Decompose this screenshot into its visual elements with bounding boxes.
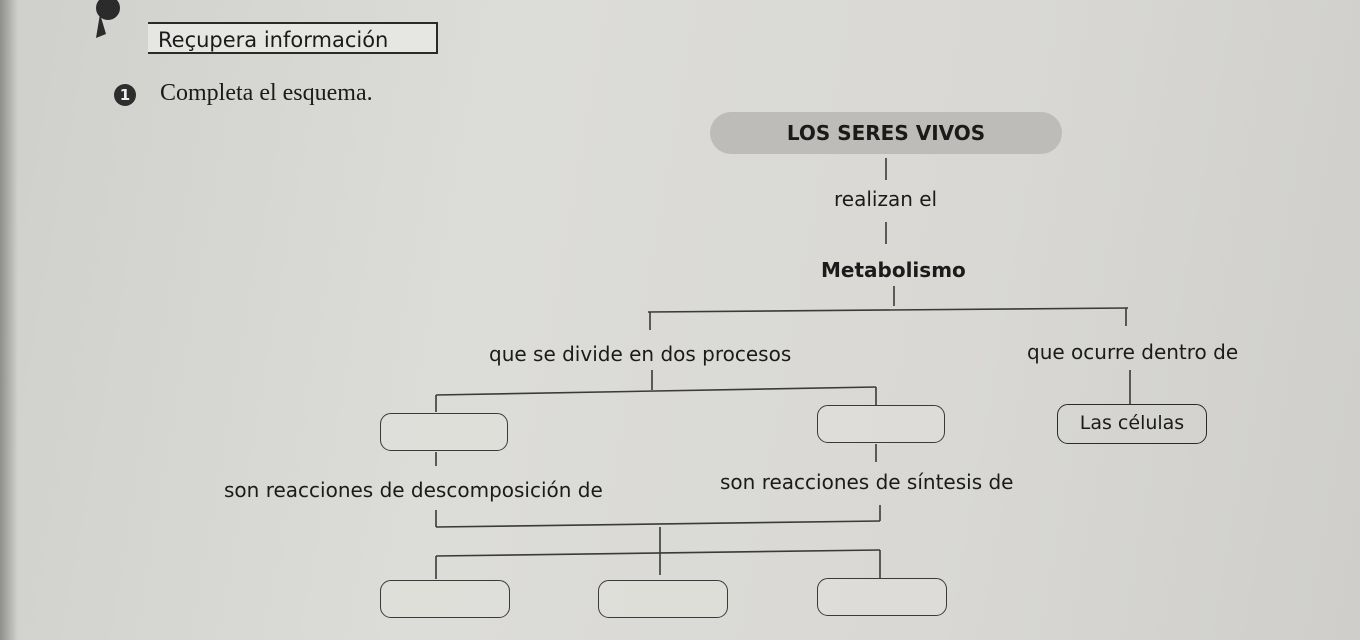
section-title: Reçupera información — [148, 22, 438, 54]
right-branch-label: que ocurre dentro de — [1027, 340, 1239, 364]
answer-box-process-1[interactable] — [380, 413, 508, 451]
answer-box-cells: Las células — [1057, 404, 1207, 444]
answer-box-process-2[interactable] — [817, 405, 945, 443]
left-branch-label: que se divide en dos procesos — [489, 342, 792, 366]
scheme-root: LOS SERES VIVOS — [786, 121, 986, 145]
page-edge-shadow — [0, 0, 18, 640]
answer-box-substance-2[interactable] — [598, 580, 728, 618]
answer-box-substance-3[interactable] — [817, 578, 947, 616]
sub-left-label: son reacciones de descomposición de — [224, 478, 603, 502]
task-number-badge: 1 — [114, 84, 136, 106]
connector-label: realizan el — [834, 187, 938, 211]
task-instruction: Completa el esquema. — [160, 80, 373, 106]
root-highlight — [710, 112, 1062, 154]
answer-box-substance-1[interactable] — [380, 580, 510, 618]
lightbulb-icon — [96, 0, 120, 38]
concept-metabolism: Metabolismo — [821, 258, 966, 282]
sub-right-label: son reacciones de síntesis de — [720, 470, 1014, 494]
